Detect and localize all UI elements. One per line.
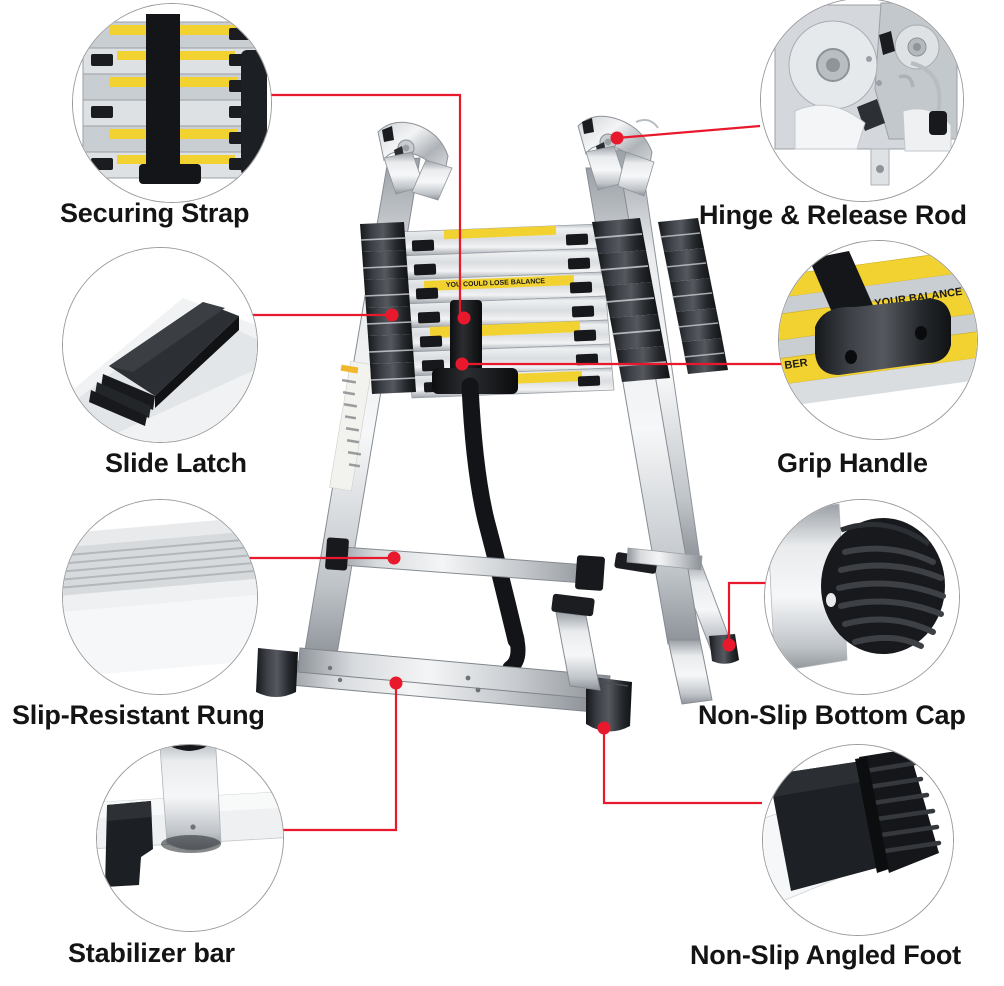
ladder-spreader-bar — [325, 537, 605, 591]
slip-resistant-rung-photo-bubble — [62, 499, 258, 695]
grip-handle-label: Grip Handle — [777, 448, 928, 478]
svg-text:BER: BER — [784, 357, 809, 372]
non-slip-angled-foot-label: Non-Slip Angled Foot — [690, 940, 961, 970]
securing-strap-label: Securing Strap — [60, 198, 250, 228]
non-slip-bottom-cap-label: Non-Slip Bottom Cap — [698, 700, 966, 730]
svg-text:YOU COULD LOSE BALANCE: YOU COULD LOSE BALANCE — [446, 278, 546, 289]
slip-resistant-rung-label: Slip-Resistant Rung — [12, 700, 265, 730]
ladder-right-rung-caps — [592, 218, 670, 382]
ladder-graphic: YOU COULD LOSE BALANCE — [256, 115, 739, 732]
ladder-base-stabilizer — [256, 647, 632, 732]
non-slip-bottom-cap-photo-bubble — [764, 499, 960, 695]
slide-latch-photo-bubble — [62, 247, 258, 443]
grip-handle-photo-bubble: YOUR BALANCE YOU BER — [778, 240, 978, 440]
securing-strap-photo-bubble — [72, 3, 272, 203]
hinge-release-rod-label: Hinge & Release Rod — [699, 200, 967, 230]
stabilizer-bar-label: Stabilizer bar — [68, 938, 235, 968]
non-slip-angled-foot-photo-bubble — [762, 744, 954, 936]
hinge-release-rod-photo-bubble — [760, 0, 964, 202]
slide-latch-label: Slide Latch — [105, 448, 247, 478]
stabilizer-bar-photo-bubble — [96, 744, 284, 932]
